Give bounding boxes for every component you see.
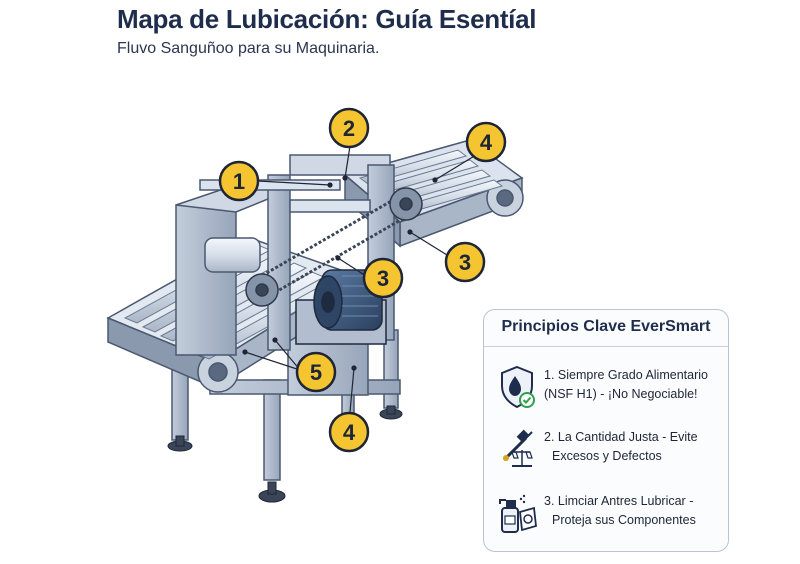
callout-1-label: 1 bbox=[233, 169, 245, 194]
callout-3-motor: 3 bbox=[362, 257, 404, 299]
principles-panel-title: Principios Clave EverSmart bbox=[501, 318, 711, 335]
principle-3-line1: 3. Limciar Antres Lubricar - bbox=[544, 494, 694, 508]
callout-3-side: 3 bbox=[444, 241, 486, 283]
callout-3b-label: 3 bbox=[459, 250, 471, 275]
machine-feet bbox=[167, 405, 403, 503]
callout-3a-label: 3 bbox=[377, 266, 389, 291]
callout-4-bottom: 4 bbox=[328, 411, 370, 453]
principle-1-line1: 1. Siempre Grado Alimentario bbox=[544, 368, 708, 382]
callout-1: 1 bbox=[218, 160, 260, 202]
callout-2-label: 2 bbox=[343, 116, 355, 141]
callout-leaders bbox=[242, 145, 477, 413]
principle-1-line2: (NSF H1) - ¡No Negociable! bbox=[544, 387, 698, 401]
callout-2: 2 bbox=[328, 107, 370, 149]
principles-panel: Principios Clave EverSmart 1. Siempre Gr… bbox=[483, 309, 729, 552]
shield-droplet-check-icon bbox=[501, 365, 535, 409]
principle-text-2: 2. La Cantidad Justa - Evite Excesos y D… bbox=[544, 428, 722, 466]
principle-2-line1: 2. La Cantidad Justa - Evite bbox=[544, 430, 698, 444]
spray-bottle-cloth-icon bbox=[499, 494, 537, 533]
principle-text-1: 1. Siempre Grado Alimentario (NSF H1) - … bbox=[544, 366, 722, 404]
callout-4b-label: 4 bbox=[343, 420, 356, 445]
principle-2-line2: Excesos y Defectos bbox=[552, 449, 662, 463]
callout-5: 5 bbox=[295, 351, 337, 393]
page-title: Mapa de Lubicación: Guía Esentíal bbox=[117, 4, 537, 34]
sprockets bbox=[245, 187, 423, 307]
principle-3-line2: Proteja sus Componentes bbox=[552, 513, 696, 527]
panel-divider bbox=[484, 346, 728, 347]
principle-text-3: 3. Limciar Antres Lubricar - Proteja sus… bbox=[544, 492, 722, 530]
callout-4-top: 4 bbox=[465, 121, 507, 163]
callout-5-label: 5 bbox=[310, 360, 322, 385]
overhead-frame bbox=[175, 154, 395, 356]
drive-chain bbox=[257, 194, 405, 302]
front-cylinder bbox=[204, 237, 261, 273]
grease-gun-scale-icon bbox=[502, 429, 533, 467]
callout-4a-label: 4 bbox=[480, 130, 493, 155]
page-subtitle: Fluvo Sanguñoo para su Maquinaria. bbox=[117, 40, 380, 57]
